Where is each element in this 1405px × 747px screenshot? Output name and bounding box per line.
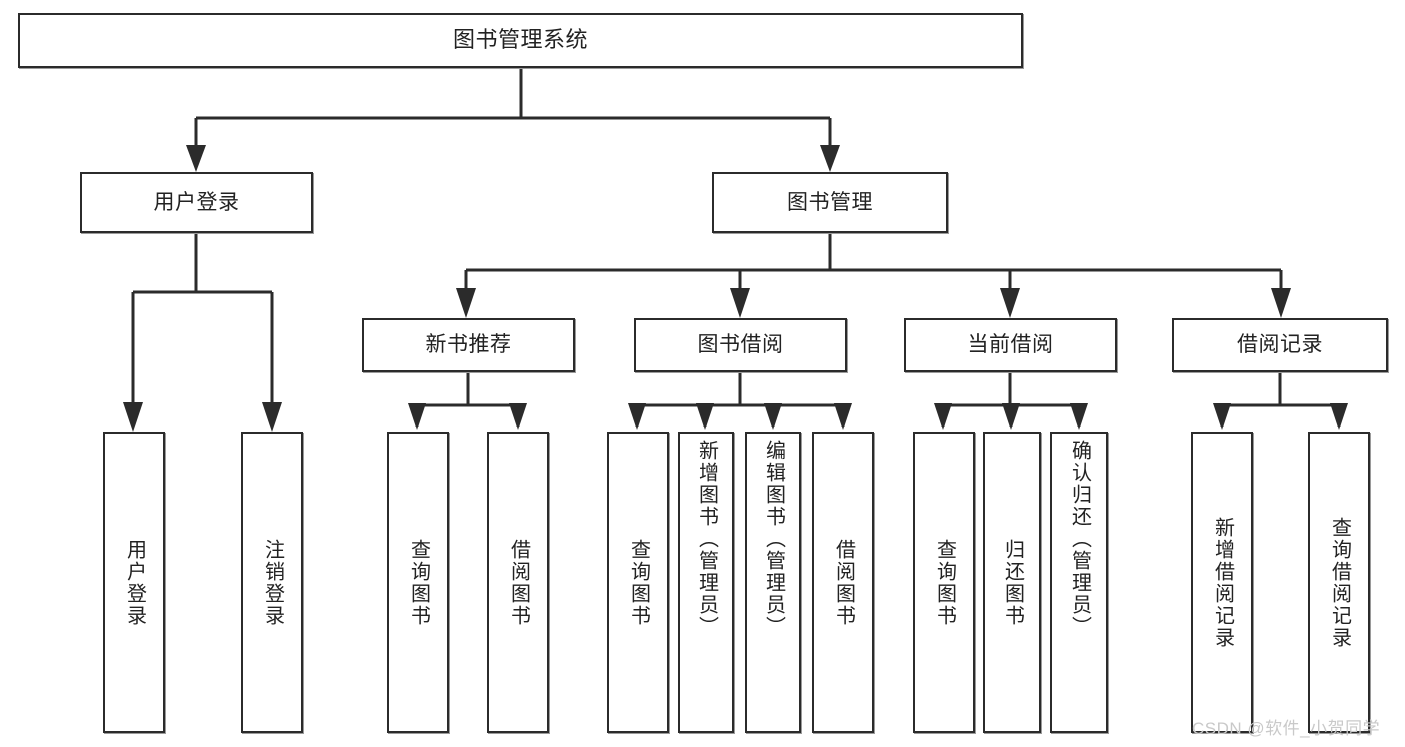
- node-label: 当前借阅: [967, 333, 1054, 357]
- node-label: 查询图书: [933, 538, 956, 627]
- node-user-login[interactable]: 用户登录: [80, 172, 313, 233]
- node-leaf-borrow-book[interactable]: 借阅图书: [812, 432, 874, 733]
- node-borrow-record[interactable]: 借阅记录: [1172, 318, 1388, 372]
- node-label: 用户登录: [153, 190, 240, 214]
- node-leaf-query-book-recommend[interactable]: 查询图书: [387, 432, 449, 733]
- node-book-borrow[interactable]: 图书借阅: [634, 318, 847, 372]
- node-label: 借阅记录: [1237, 333, 1323, 357]
- node-leaf-query-borrow-record[interactable]: 查询借阅记录: [1308, 432, 1370, 733]
- node-leaf-add-borrow-record[interactable]: 新增借阅记录: [1191, 432, 1253, 733]
- node-leaf-return-book[interactable]: 归还图书: [983, 432, 1041, 733]
- csdn-watermark: CSDN @软件_小贺同学: [1192, 719, 1381, 738]
- node-leaf-add-book-admin[interactable]: 新增图书（管理员）: [678, 432, 734, 733]
- node-label: 图书管理系统: [452, 27, 588, 53]
- node-leaf-query-book-borrow[interactable]: 查询图书: [607, 432, 669, 733]
- node-label: 用户登录: [123, 538, 146, 627]
- node-leaf-query-book-current[interactable]: 查询图书: [913, 432, 975, 733]
- node-label: 新增借阅记录: [1211, 516, 1234, 649]
- node-label: 查询借阅记录: [1328, 516, 1351, 649]
- node-label: 编辑图书（管理员）: [762, 440, 785, 638]
- node-label: 确认归还（管理员）: [1068, 440, 1091, 638]
- node-leaf-borrow-book-recommend[interactable]: 借阅图书: [487, 432, 549, 733]
- node-book-management[interactable]: 图书管理: [712, 172, 948, 233]
- node-new-book-recommend[interactable]: 新书推荐: [362, 318, 575, 372]
- node-label: 新书推荐: [425, 333, 512, 357]
- node-leaf-logout[interactable]: 注销登录: [241, 432, 303, 733]
- node-label: 借阅图书: [832, 538, 855, 627]
- node-leaf-confirm-return-admin[interactable]: 确认归还（管理员）: [1050, 432, 1108, 733]
- node-label: 查询图书: [407, 538, 430, 627]
- node-label: 图书借阅: [697, 333, 784, 357]
- node-label: 注销登录: [261, 538, 284, 627]
- node-label: 借阅图书: [507, 538, 530, 627]
- node-leaf-edit-book-admin[interactable]: 编辑图书（管理员）: [745, 432, 801, 733]
- node-current-borrow[interactable]: 当前借阅: [904, 318, 1117, 372]
- node-label: 图书管理: [787, 190, 873, 214]
- node-leaf-user-login[interactable]: 用户登录: [103, 432, 165, 733]
- node-label: 新增图书（管理员）: [695, 440, 718, 638]
- node-root-book-management-system[interactable]: 图书管理系统: [18, 13, 1023, 68]
- node-label: 归还图书: [1001, 538, 1024, 627]
- node-label: 查询图书: [627, 538, 650, 627]
